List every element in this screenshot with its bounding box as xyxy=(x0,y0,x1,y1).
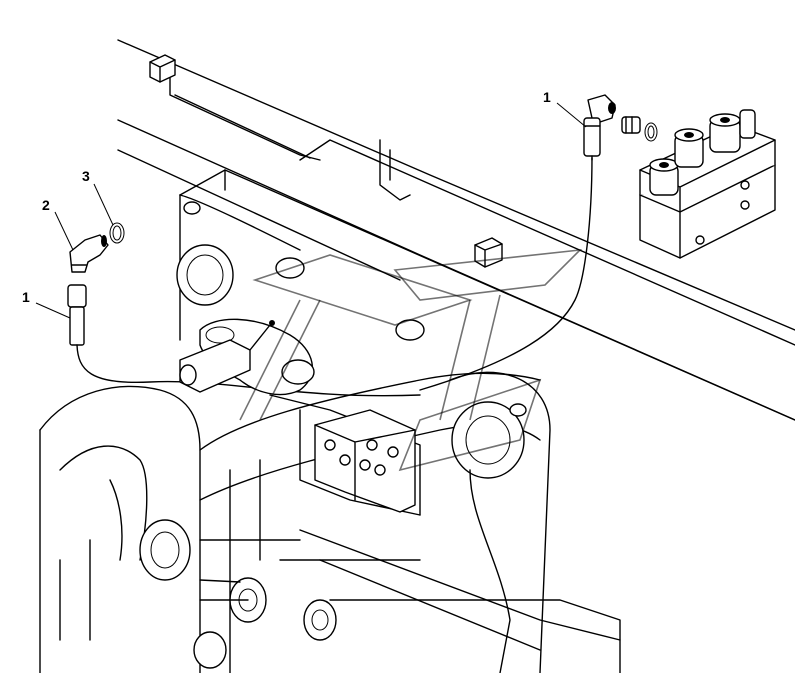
callout-label: 1 xyxy=(22,289,30,305)
watermark-logo xyxy=(239,248,583,472)
callout-label: 2 xyxy=(42,197,50,213)
callout-hose-left: 1 xyxy=(22,289,71,319)
callout-label: 3 xyxy=(82,168,90,184)
left-hose-assembly xyxy=(67,222,421,397)
front-axle-support xyxy=(39,169,795,673)
callout-label: 1 xyxy=(543,89,551,105)
control-valve-block xyxy=(639,109,776,259)
callout-elbow-fitting: 2 xyxy=(42,197,74,251)
callout-hose-right: 1 xyxy=(543,89,587,128)
right-hose-assembly xyxy=(419,94,658,391)
callout-o-ring: 3 xyxy=(82,168,114,226)
